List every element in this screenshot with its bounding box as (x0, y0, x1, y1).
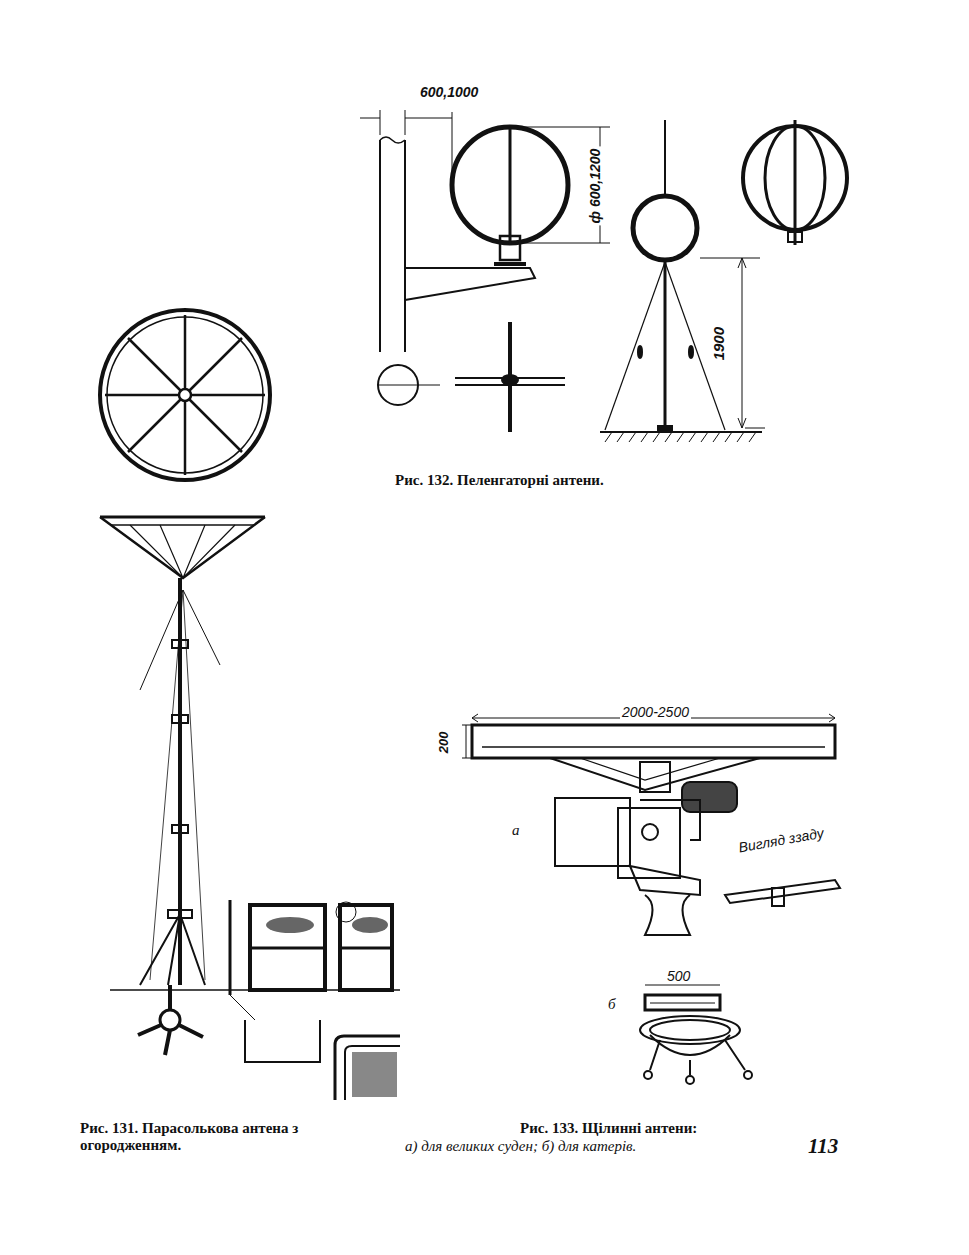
figure-caption: Рис. 132. Пеленгаторні антени. (395, 472, 604, 489)
figure-caption: а) для великих суден; б) для катерів. (405, 1138, 636, 1155)
direction-finder-ground-mast (600, 120, 765, 442)
umbrella-antenna (100, 517, 400, 1055)
page-number: 113 (808, 1134, 838, 1158)
umbrella-top-view (100, 310, 270, 480)
direction-finder-sphere (743, 120, 847, 245)
slot-antenna-ship (462, 714, 840, 935)
dimension: 600,1000 (418, 84, 480, 100)
dimension: 2000-2500 (620, 704, 691, 720)
figure-caption: Рис. 131. Парасолькова антена з огородже… (80, 1120, 370, 1155)
antenna-fence (230, 900, 400, 1100)
dimension: ф 600,1200 (587, 147, 603, 226)
view-label: Вигляд ззаду (737, 825, 825, 856)
dimension: 200 (437, 730, 452, 756)
dimension: 1900 (710, 325, 727, 362)
dimension: 500 (665, 968, 692, 984)
figure-caption: Рис. 133. Щілинні антени: (520, 1120, 697, 1137)
slot-antenna-boat (640, 985, 752, 1084)
sub-figure-letter: б (608, 996, 616, 1013)
sub-figure-letter: а (512, 822, 520, 839)
direction-finder-ring-mast (360, 110, 610, 432)
